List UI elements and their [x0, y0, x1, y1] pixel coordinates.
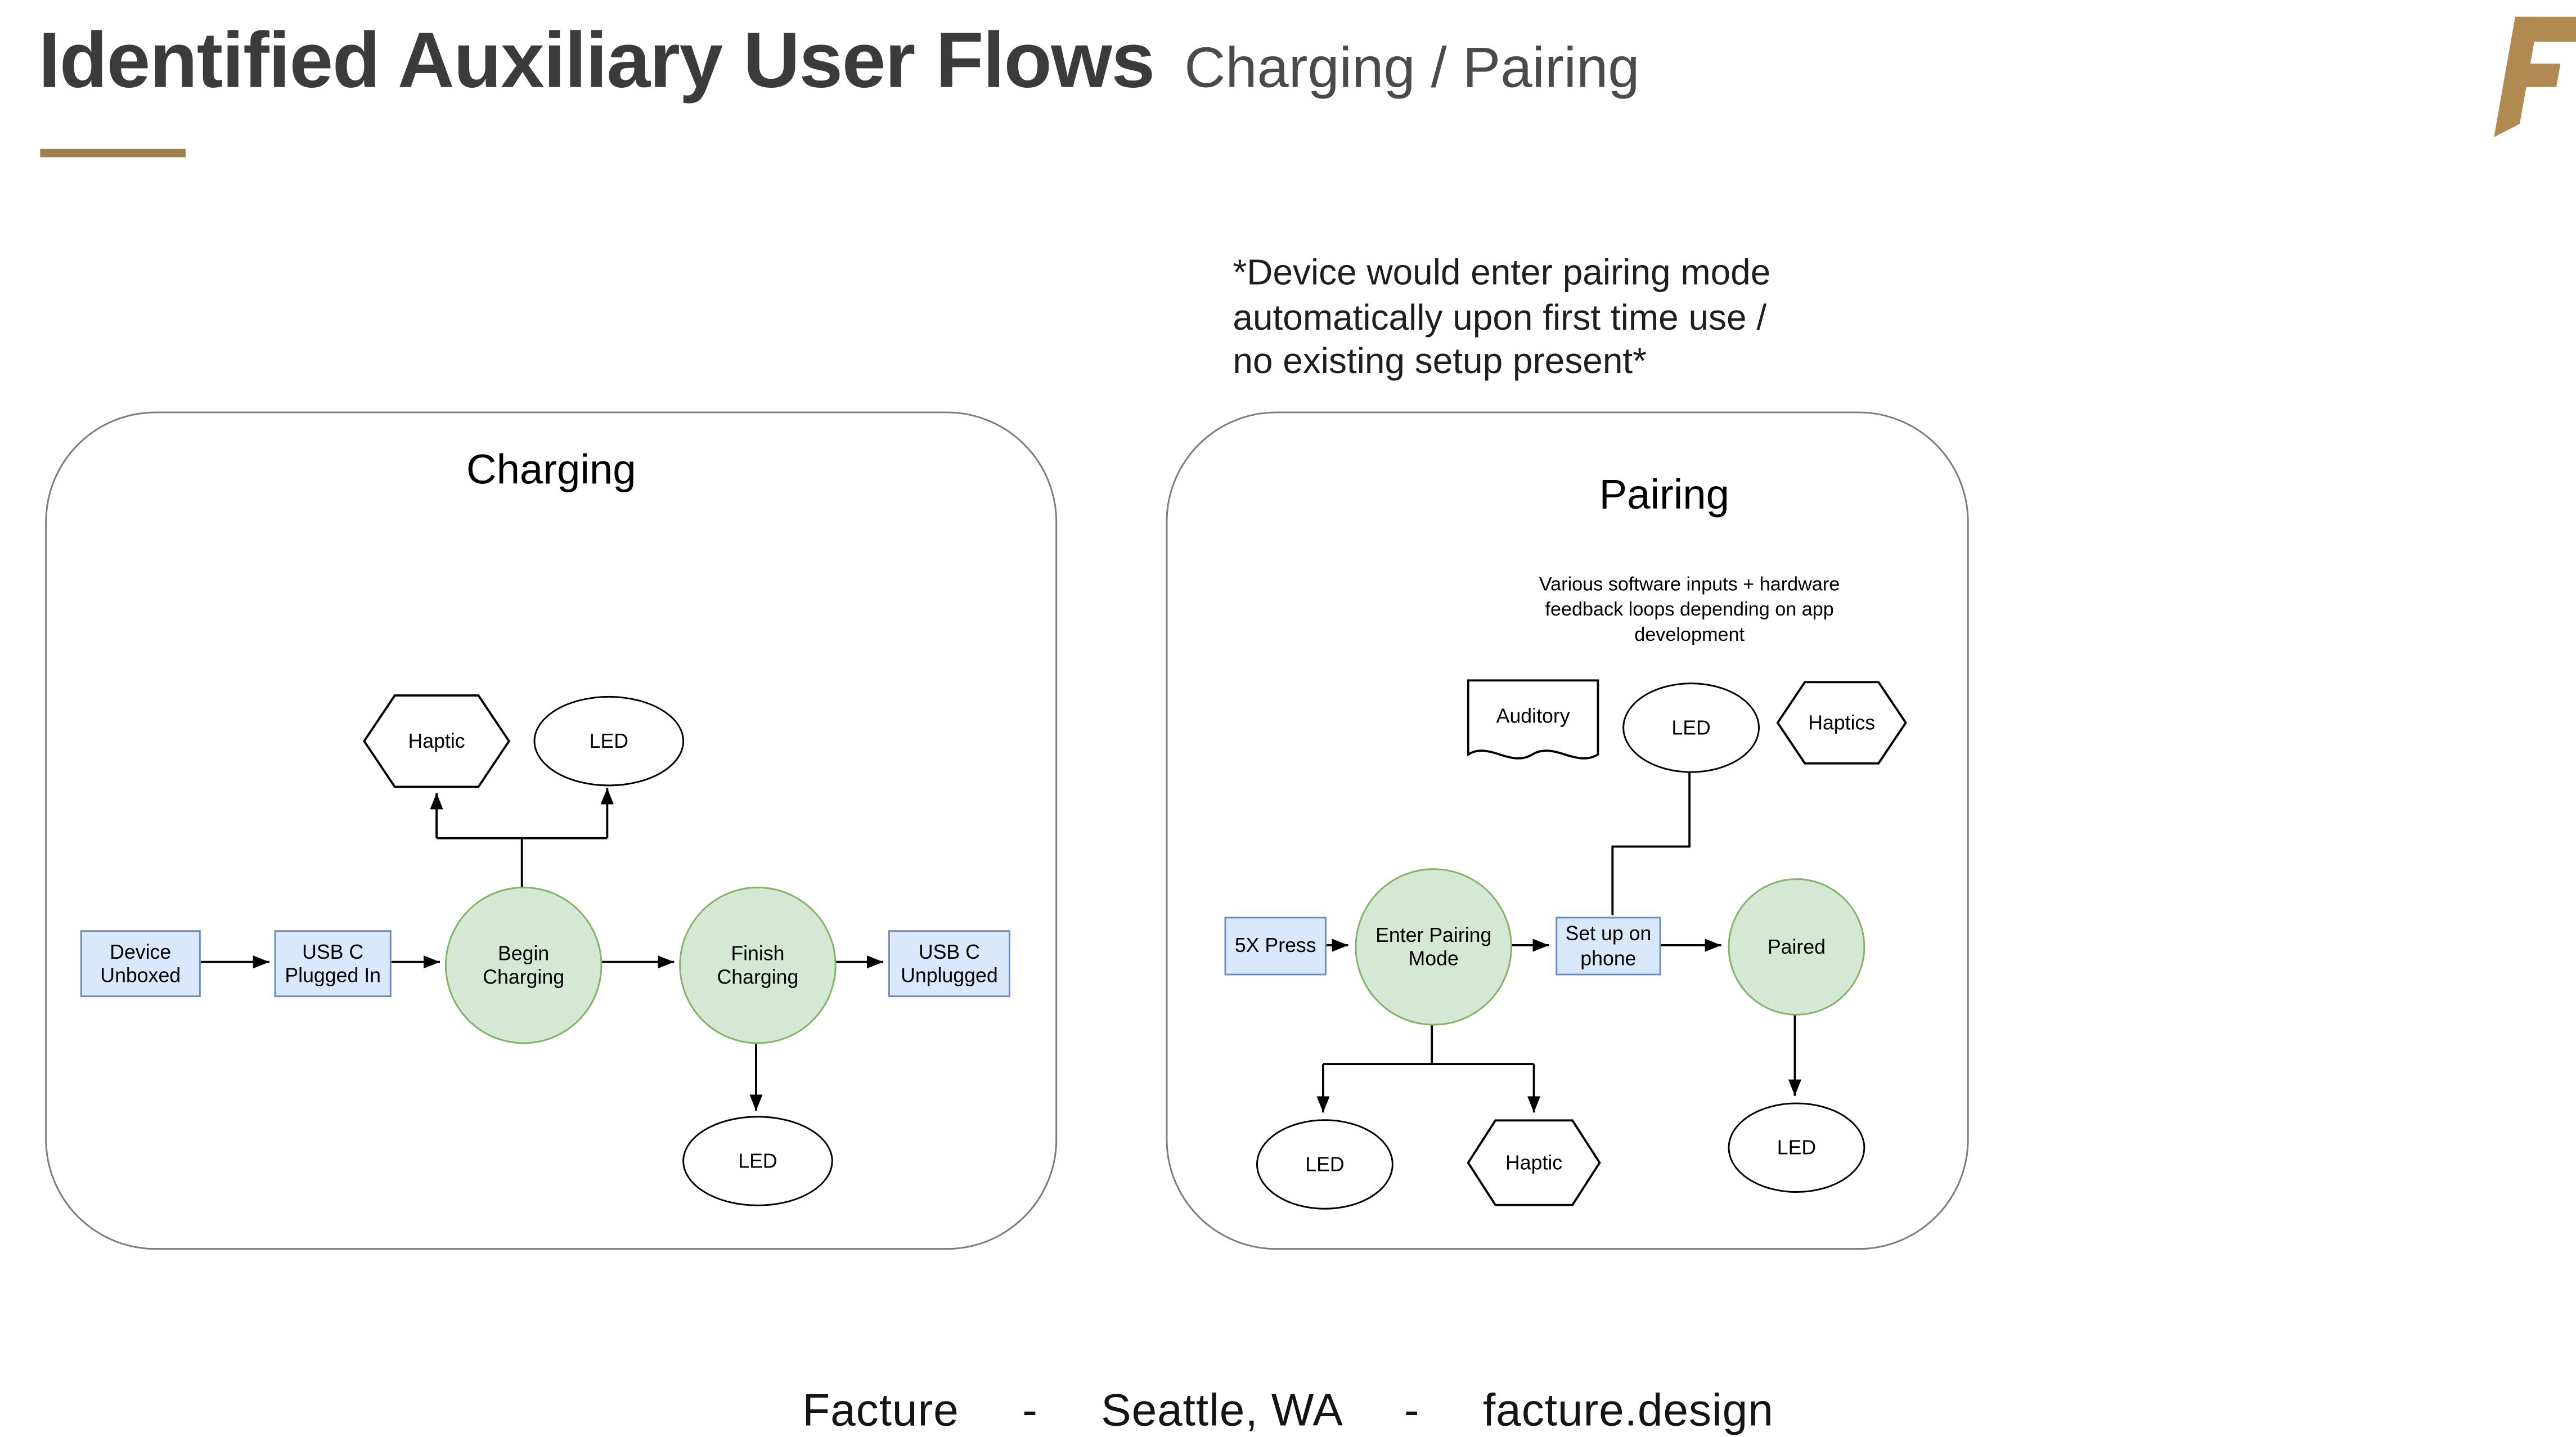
node-led-feedback: LED	[533, 695, 685, 787]
node-haptics-feedback: Haptics	[1776, 681, 1907, 765]
node-auditory-feedback: Auditory	[1467, 679, 1599, 771]
node-label: Enter Pairing Mode	[1375, 923, 1492, 971]
node-usb-unplugged: USB C Unplugged	[888, 930, 1010, 998]
hexagon-shape	[363, 694, 510, 788]
footer-separator: -	[1022, 1385, 1038, 1436]
footer-company: Facture	[802, 1385, 959, 1436]
charging-connectors	[197, 788, 883, 1111]
footer-location: Seattle, WA	[1101, 1385, 1341, 1436]
document-shape	[1467, 679, 1599, 760]
node-led-complete: LED	[682, 1116, 833, 1206]
node-label: Set up on phone	[1565, 922, 1652, 970]
node-label: LED	[738, 1149, 777, 1173]
node-label: Haptic	[408, 729, 465, 753]
node-label: Haptic	[1505, 1151, 1563, 1175]
node-label: Device Unboxed	[100, 940, 181, 987]
node-label: LED	[1305, 1152, 1345, 1176]
node-haptic-feedback: Haptic	[363, 694, 510, 788]
pairing-flow-panel: Pairing Various software inputs + hardwa…	[1166, 411, 1969, 1250]
node-label: Paired	[1767, 935, 1826, 959]
node-label: Begin Charging	[483, 941, 565, 989]
node-5x-press: 5X Press	[1224, 917, 1327, 976]
node-label: LED	[1671, 716, 1711, 740]
pairing-panel-title: Pairing	[1599, 471, 1729, 519]
node-label: Auditory	[1496, 705, 1570, 729]
node-label: Finish Charging	[717, 941, 799, 989]
node-begin-charging: Begin Charging	[444, 886, 603, 1044]
node-label: Haptics	[1808, 711, 1876, 735]
node-led-pairing-feedback: LED	[1256, 1119, 1393, 1210]
node-haptic-pairing-feedback: Haptic	[1467, 1119, 1601, 1206]
node-device-unboxed: Device Unboxed	[80, 930, 201, 998]
title-accent-underline	[40, 149, 186, 158]
pairing-note: Various software inputs + hardware feedb…	[1539, 575, 1840, 646]
node-led-feedback: LED	[1622, 682, 1760, 773]
footer-separator: -	[1404, 1385, 1420, 1436]
charging-flow-panel: Charging Haptic LED	[45, 411, 1058, 1250]
node-label: USB C Unplugged	[901, 940, 998, 987]
node-label: LED	[589, 729, 629, 753]
node-enter-pairing-mode: Enter Pairing Mode	[1355, 868, 1512, 1026]
node-set-up-on-phone: Set up on phone	[1556, 917, 1661, 976]
node-label: 5X Press	[1234, 934, 1316, 958]
node-label: LED	[1777, 1135, 1817, 1160]
node-paired: Paired	[1728, 878, 1865, 1016]
node-label: USB C Plugged In	[285, 940, 381, 987]
page-title: Identified Auxiliary User Flows	[38, 15, 1155, 104]
node-finish-charging: Finish Charging	[679, 886, 837, 1044]
footer: Facture - Seattle, WA - facture.design	[0, 1385, 2576, 1437]
charging-panel-title: Charging	[466, 446, 636, 494]
page-subtitle: Charging / Pairing	[1184, 37, 1640, 101]
header: Identified Auxiliary User Flows Charging…	[38, 14, 1639, 106]
footer-website: facture.design	[1482, 1385, 1774, 1436]
hexagon-shape	[1467, 1119, 1601, 1206]
node-led-paired: LED	[1728, 1102, 1865, 1193]
pairing-connectors	[1316, 769, 1802, 1113]
node-usb-plugged-in: USB C Plugged In	[274, 930, 392, 998]
facture-logo-icon	[2494, 16, 2576, 137]
pairing-annotation: *Device would enter pairing mode automat…	[1233, 252, 1771, 382]
hexagon-shape	[1776, 681, 1907, 765]
